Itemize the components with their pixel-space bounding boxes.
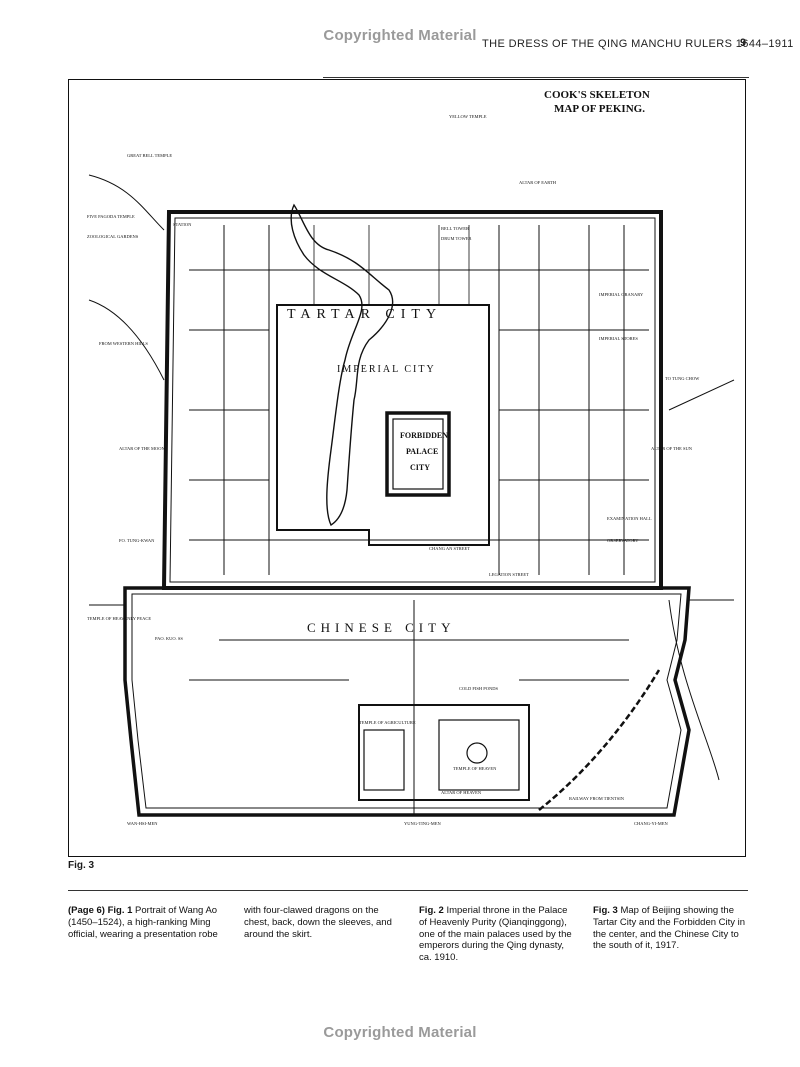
temple-of-agriculture-enclosure [363,729,405,791]
label-railway: RAILWAY FROM TIENTSIN [569,796,625,801]
page-number: 9 [740,37,747,49]
map-title-line2: MAP OF PEKING. [554,103,645,115]
label-heavenly-peace: TEMPLE OF HEAVENLY PEACE [87,616,151,621]
forbidden-city-wall [385,411,451,497]
label-confucian: CONFUCIAN TEMPLE [515,210,560,215]
label-altar-heaven: ALTAR OF HEAVEN [441,790,482,795]
chinese-city-label: CHINESE CITY [307,620,455,635]
caption-rule [68,890,748,891]
label-temple-heaven: TEMPLE OF HEAVEN [453,766,497,771]
imperial-city-label: IMPERIAL CITY [337,364,436,375]
running-head: THE DRESS OF THE QING MANCHU RULERS 1644… [482,38,794,50]
tartar-city-wall [161,210,663,590]
label-granary: IMPERIAL GRANARY [599,292,644,297]
label-lama: LAMA TEMPLE [549,210,581,215]
label-tung-chow: TO TUNG CHOW [665,376,700,381]
label-station: STATION [173,222,192,227]
forbidden-label-1: FORBIDDEN [400,431,448,440]
lakes [290,203,394,527]
forbidden-label-2: PALACE [406,447,438,456]
caption-fig3: Fig. 3 Map of Beijing showing the Tartar… [593,905,748,952]
label-wan-hsi-men: WAN-HSI-MEN [127,821,158,826]
label-great-bell-temple: GREAT BELL TEMPLE [127,153,172,158]
label-yellow-temple: YELLOW TEMPLE [449,114,487,119]
figure-label: Fig. 3 [68,860,95,871]
map-title-line1: COOK'S SKELETON [544,89,650,101]
forbidden-label-3: CITY [410,463,430,472]
label-chang-yi-men: CHANG-YI-MEN [634,821,668,826]
label-exam-hall: EXAMINATION HALL [607,516,652,521]
chinese-city-wall [123,586,691,817]
label-god-war: TEMPLE GOD WAR [615,210,654,215]
label-yung-ting-men: YUNG-TING-MEN [404,821,441,826]
caption-fig2-label: Fig. 2 [419,905,444,916]
label-fo-tung-kwan: FO. TUNG-KWAN [119,538,155,543]
label-legation: LEGATION STREET [489,572,529,577]
header-rule [323,77,749,78]
label-five-pagoda: FIVE PAGODA TEMPLE [87,214,135,219]
label-western-hills: FROM WESTERN HILLS [99,341,148,346]
label-pao-kuo: PAO. KUO. SS [155,636,183,641]
caption-fig1-continued: with four-clawed dragons on the chest, b… [244,905,394,940]
caption-fig1-label: (Page 6) Fig. 1 [68,905,133,916]
caption-fig1-text: Portrait of Wang Ao (1450–1524), a high-… [68,905,218,940]
tartar-city-label: TARTAR CITY [287,307,442,322]
caption-fig2: Fig. 2 Imperial throne in the Palace of … [419,905,577,964]
caption-fig1-cont-text: with four-clawed dragons on the chest, b… [244,905,392,940]
label-altar-sun: ALTAR OF THE SUN [651,446,693,451]
label-agriculture: TEMPLE OF AGRICULTURE [359,720,416,725]
label-zoo: ZOOLOGICAL GARDENS [87,234,139,239]
temple-of-heaven-enclosure [358,704,530,801]
caption-fig3-text: Map of Beijing showing the Tartar City a… [593,905,746,952]
map-drawing: COOK'S SKELETON MAP OF PEKING. TARTAR CI… [87,89,735,826]
label-fish-ponds: COLD FISH PONDS [459,686,499,691]
label-altar-earth: ALTAR OF EARTH [519,180,557,185]
watermark-top: Copyrighted Material [323,27,477,44]
label-observatory: OBSERVATORY [607,538,639,543]
caption-fig1: (Page 6) Fig. 1 Portrait of Wang Ao (145… [68,905,226,940]
label-chang-an: CHANG AN STREET [429,546,470,551]
imperial-city-wall [276,304,490,546]
label-stores: IMPERIAL STORES [599,336,638,341]
label-drum-tower: DRUM TOWER [441,236,471,241]
watermark-bottom: Copyrighted Material [323,1024,477,1041]
label-bell-tower: BELL TOWER [441,226,469,231]
label-altar-moon: ALTAR OF THE MOON [119,446,166,451]
map-figure: COOK'S SKELETON MAP OF PEKING. TARTAR CI… [68,79,746,857]
caption-fig2-text: Imperial throne in the Palace of Heavenl… [419,905,572,964]
caption-fig3-label: Fig. 3 [593,905,618,916]
